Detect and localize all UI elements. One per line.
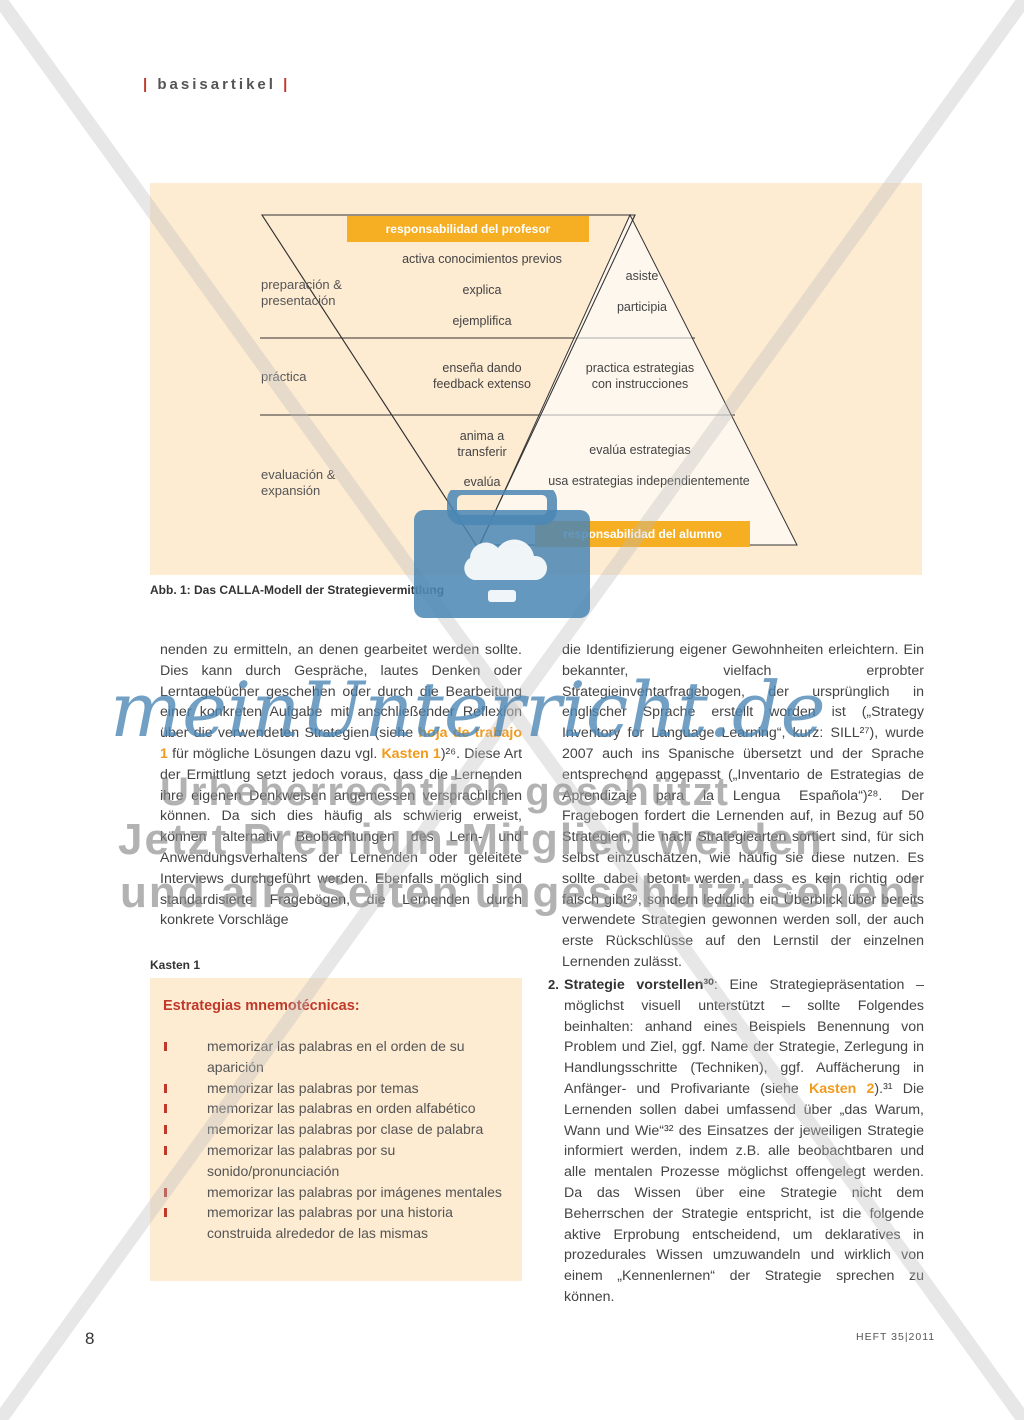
figure-caption: Abb. 1: Das CALLA-Modell der Strategieve…: [150, 583, 445, 597]
bullet-icon: [164, 1104, 167, 1114]
kasten-box: Estrategias mnemotécnicas: memorizar las…: [150, 978, 522, 1281]
right-paragraph: die Identifizierung eigener Gewohnheiten…: [562, 642, 924, 970]
mnemonic-list: memorizar las palabras en el orden de su…: [160, 1036, 510, 1244]
section-header: | basisartikel |: [143, 76, 290, 93]
phase-evaluation-label: evaluación & expansión: [261, 467, 336, 498]
bullet-icon: [164, 1042, 167, 1051]
item-number: 2.: [548, 977, 559, 992]
student-step-assists: asiste: [625, 269, 659, 283]
kasten-label: Kasten 1: [150, 958, 201, 972]
page-number: 8: [85, 1329, 95, 1348]
teacher-step-explains: explica: [462, 283, 502, 297]
header-bar-right: |: [283, 76, 291, 93]
list-item: memorizar las palabras por su sonido/pro…: [160, 1140, 510, 1182]
teacher-step-evaluates: evalúa: [463, 475, 501, 489]
list-item: memorizar las palabras por clase de pala…: [160, 1119, 510, 1140]
kasten-1-link[interactable]: Kasten 1: [381, 745, 441, 762]
list-item: memorizar las palabras por temas: [160, 1078, 510, 1099]
teacher-responsibility-banner: responsabilidad del profesor: [347, 216, 589, 242]
left-paragraph: nenden zu ermitteln, an denen gearbeitet…: [160, 642, 523, 929]
kasten-2-link[interactable]: Kasten 2: [809, 1080, 875, 1097]
student-step-practices: practica estrategias con instrucciones: [585, 361, 695, 391]
list-item: memorizar las palabras por una historia …: [160, 1202, 510, 1244]
bullet-icon: [164, 1208, 167, 1218]
teacher-step-activates: activa conocimientos previos: [402, 252, 562, 266]
worksheet-1-link[interactable]: hoja de trabajo 1: [160, 725, 523, 762]
list-item: memorizar las palabras en el orden de su…: [160, 1036, 510, 1078]
item-2-text: Strategie vorstellen³⁰: Eine Strategiepr…: [564, 977, 924, 1305]
teacher-step-feedback: enseña dando feedback extenso: [433, 361, 531, 391]
bullet-icon: [164, 1125, 167, 1135]
calla-figure: responsabilidad del profesor responsabil…: [150, 183, 922, 575]
teacher-step-exemplifies: ejemplifica: [452, 314, 512, 328]
item-2-title: Strategie vorstellen³⁰: [564, 977, 714, 993]
student-responsibility-banner: responsabilidad del alumno: [535, 521, 750, 547]
student-step-evaluates: evalúa estrategias: [589, 443, 691, 457]
issue-label: HEFT 35|2011: [856, 1331, 936, 1343]
bullet-icon: [164, 1145, 167, 1155]
section-label: basisartikel: [157, 76, 276, 93]
kasten-title: Estrategias mnemotécnicas:: [163, 998, 360, 1014]
bullet-icon: [164, 1187, 167, 1197]
phase-practice-label: práctica: [261, 369, 307, 384]
phase-preparation-label: preparación & presentación: [261, 277, 342, 308]
right-column: die Identifizierung eigener Gewohnheiten…: [562, 640, 924, 973]
student-step-participates: participia: [616, 300, 668, 314]
list-item: memorizar las palabras en orden alfabéti…: [160, 1098, 510, 1119]
bullet-icon: [164, 1083, 167, 1093]
left-column: nenden zu ermitteln, an denen gearbeitet…: [160, 640, 522, 931]
list-item: memorizar las palabras por imágenes ment…: [160, 1182, 510, 1203]
header-bar-left: |: [143, 76, 151, 93]
student-step-independent: usa estrategias independientemente: [548, 474, 750, 488]
teacher-step-encourages: anima a transferir: [457, 429, 507, 459]
